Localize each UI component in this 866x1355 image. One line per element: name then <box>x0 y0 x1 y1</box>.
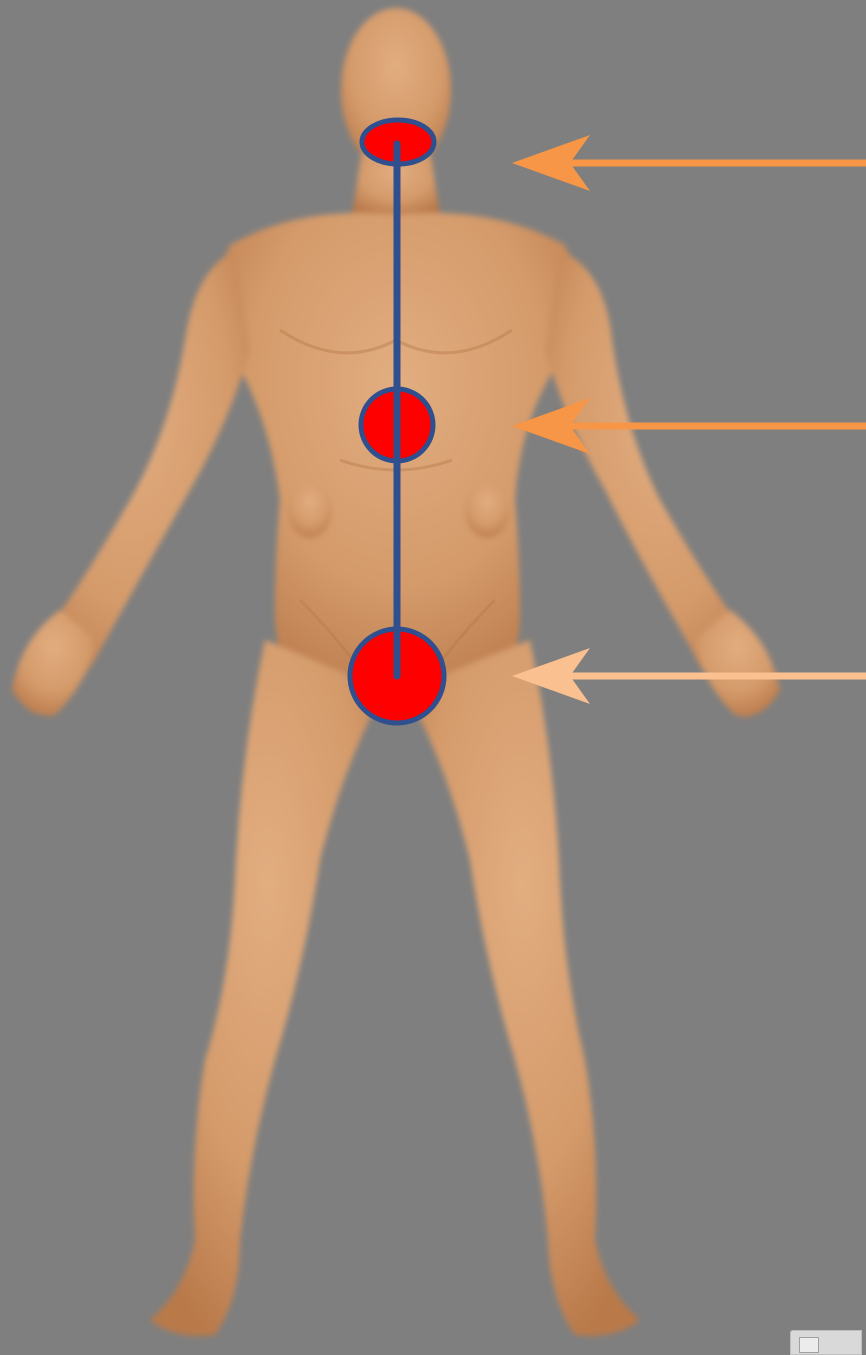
slide-thumbnail-icon <box>799 1337 819 1353</box>
figure-left-leg <box>150 640 385 1336</box>
arrow-head <box>512 135 866 191</box>
figure-right-leg <box>405 640 640 1336</box>
figure-left-hip <box>288 482 332 538</box>
figure-right-hip <box>465 482 509 538</box>
arrow-pelvis <box>512 648 866 704</box>
slide-thumbnail-button[interactable] <box>790 1330 862 1355</box>
